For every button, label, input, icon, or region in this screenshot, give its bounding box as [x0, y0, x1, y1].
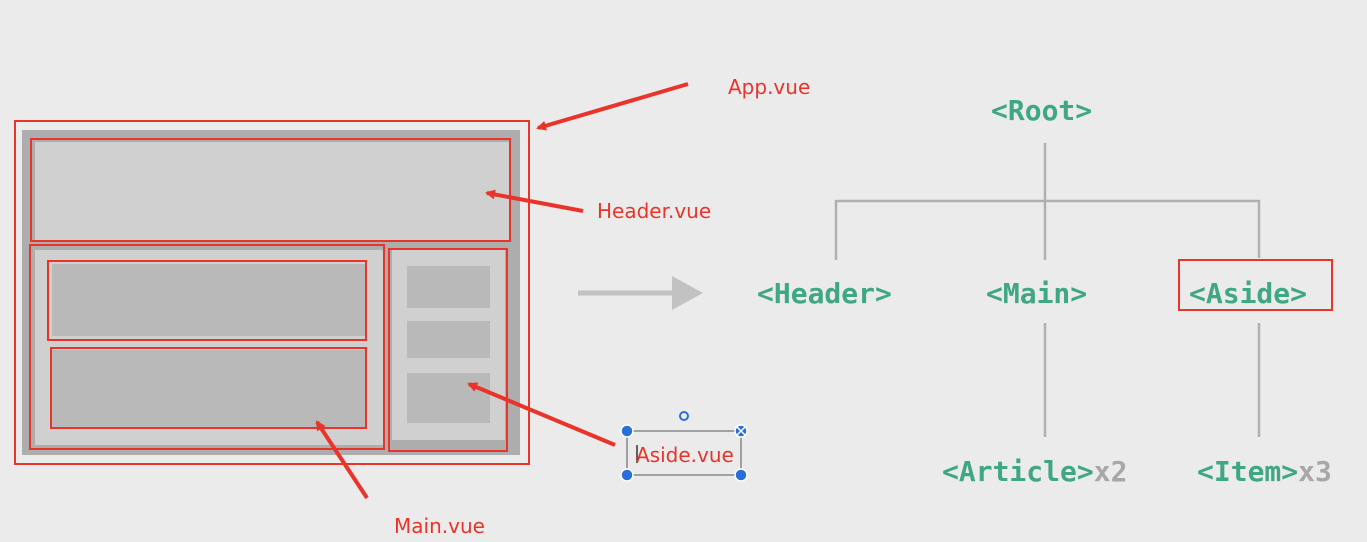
tree-item-name: <Item> [1197, 455, 1299, 488]
tree-article-count: x2 [1093, 455, 1128, 488]
article-highlight-box [50, 347, 367, 429]
header-arrow [485, 189, 584, 213]
tree-main: <Main> [986, 277, 1088, 310]
wireframe-item [407, 321, 490, 358]
wireframe-article [52, 350, 365, 427]
tree-item-count: x3 [1298, 455, 1332, 488]
main-arrow [315, 420, 369, 500]
app-arrow [536, 82, 689, 131]
wireframe-article [52, 264, 365, 336]
tree-root: <Root> [991, 94, 1093, 127]
tree-header: <Header> [757, 277, 892, 310]
header-vue-label: Header.vue [597, 199, 712, 223]
right-arrow-head [672, 276, 703, 310]
tree-article: <Article>x2 [942, 458, 1127, 486]
aside-tree-highlight-box [1178, 259, 1333, 311]
aside-vue-label[interactable]: Aside.vue [636, 443, 734, 467]
header-highlight-box [30, 138, 511, 242]
app-highlight-box [14, 120, 530, 465]
tree-aside: <Aside> [1189, 277, 1308, 310]
main-highlight-box [29, 244, 385, 450]
wireframe-item [407, 266, 490, 308]
aside-arrow [467, 382, 616, 447]
main-vue-label: Main.vue [394, 514, 485, 538]
aside-highlight-box [388, 248, 508, 452]
tree-article-name: <Article> [942, 455, 1094, 488]
wireframe-item [407, 373, 490, 423]
article-highlight-box [47, 260, 367, 341]
app-vue-label: App.vue [728, 75, 811, 99]
wireframe-header [35, 142, 510, 240]
tree-item: <Item>x3 [1197, 458, 1332, 486]
